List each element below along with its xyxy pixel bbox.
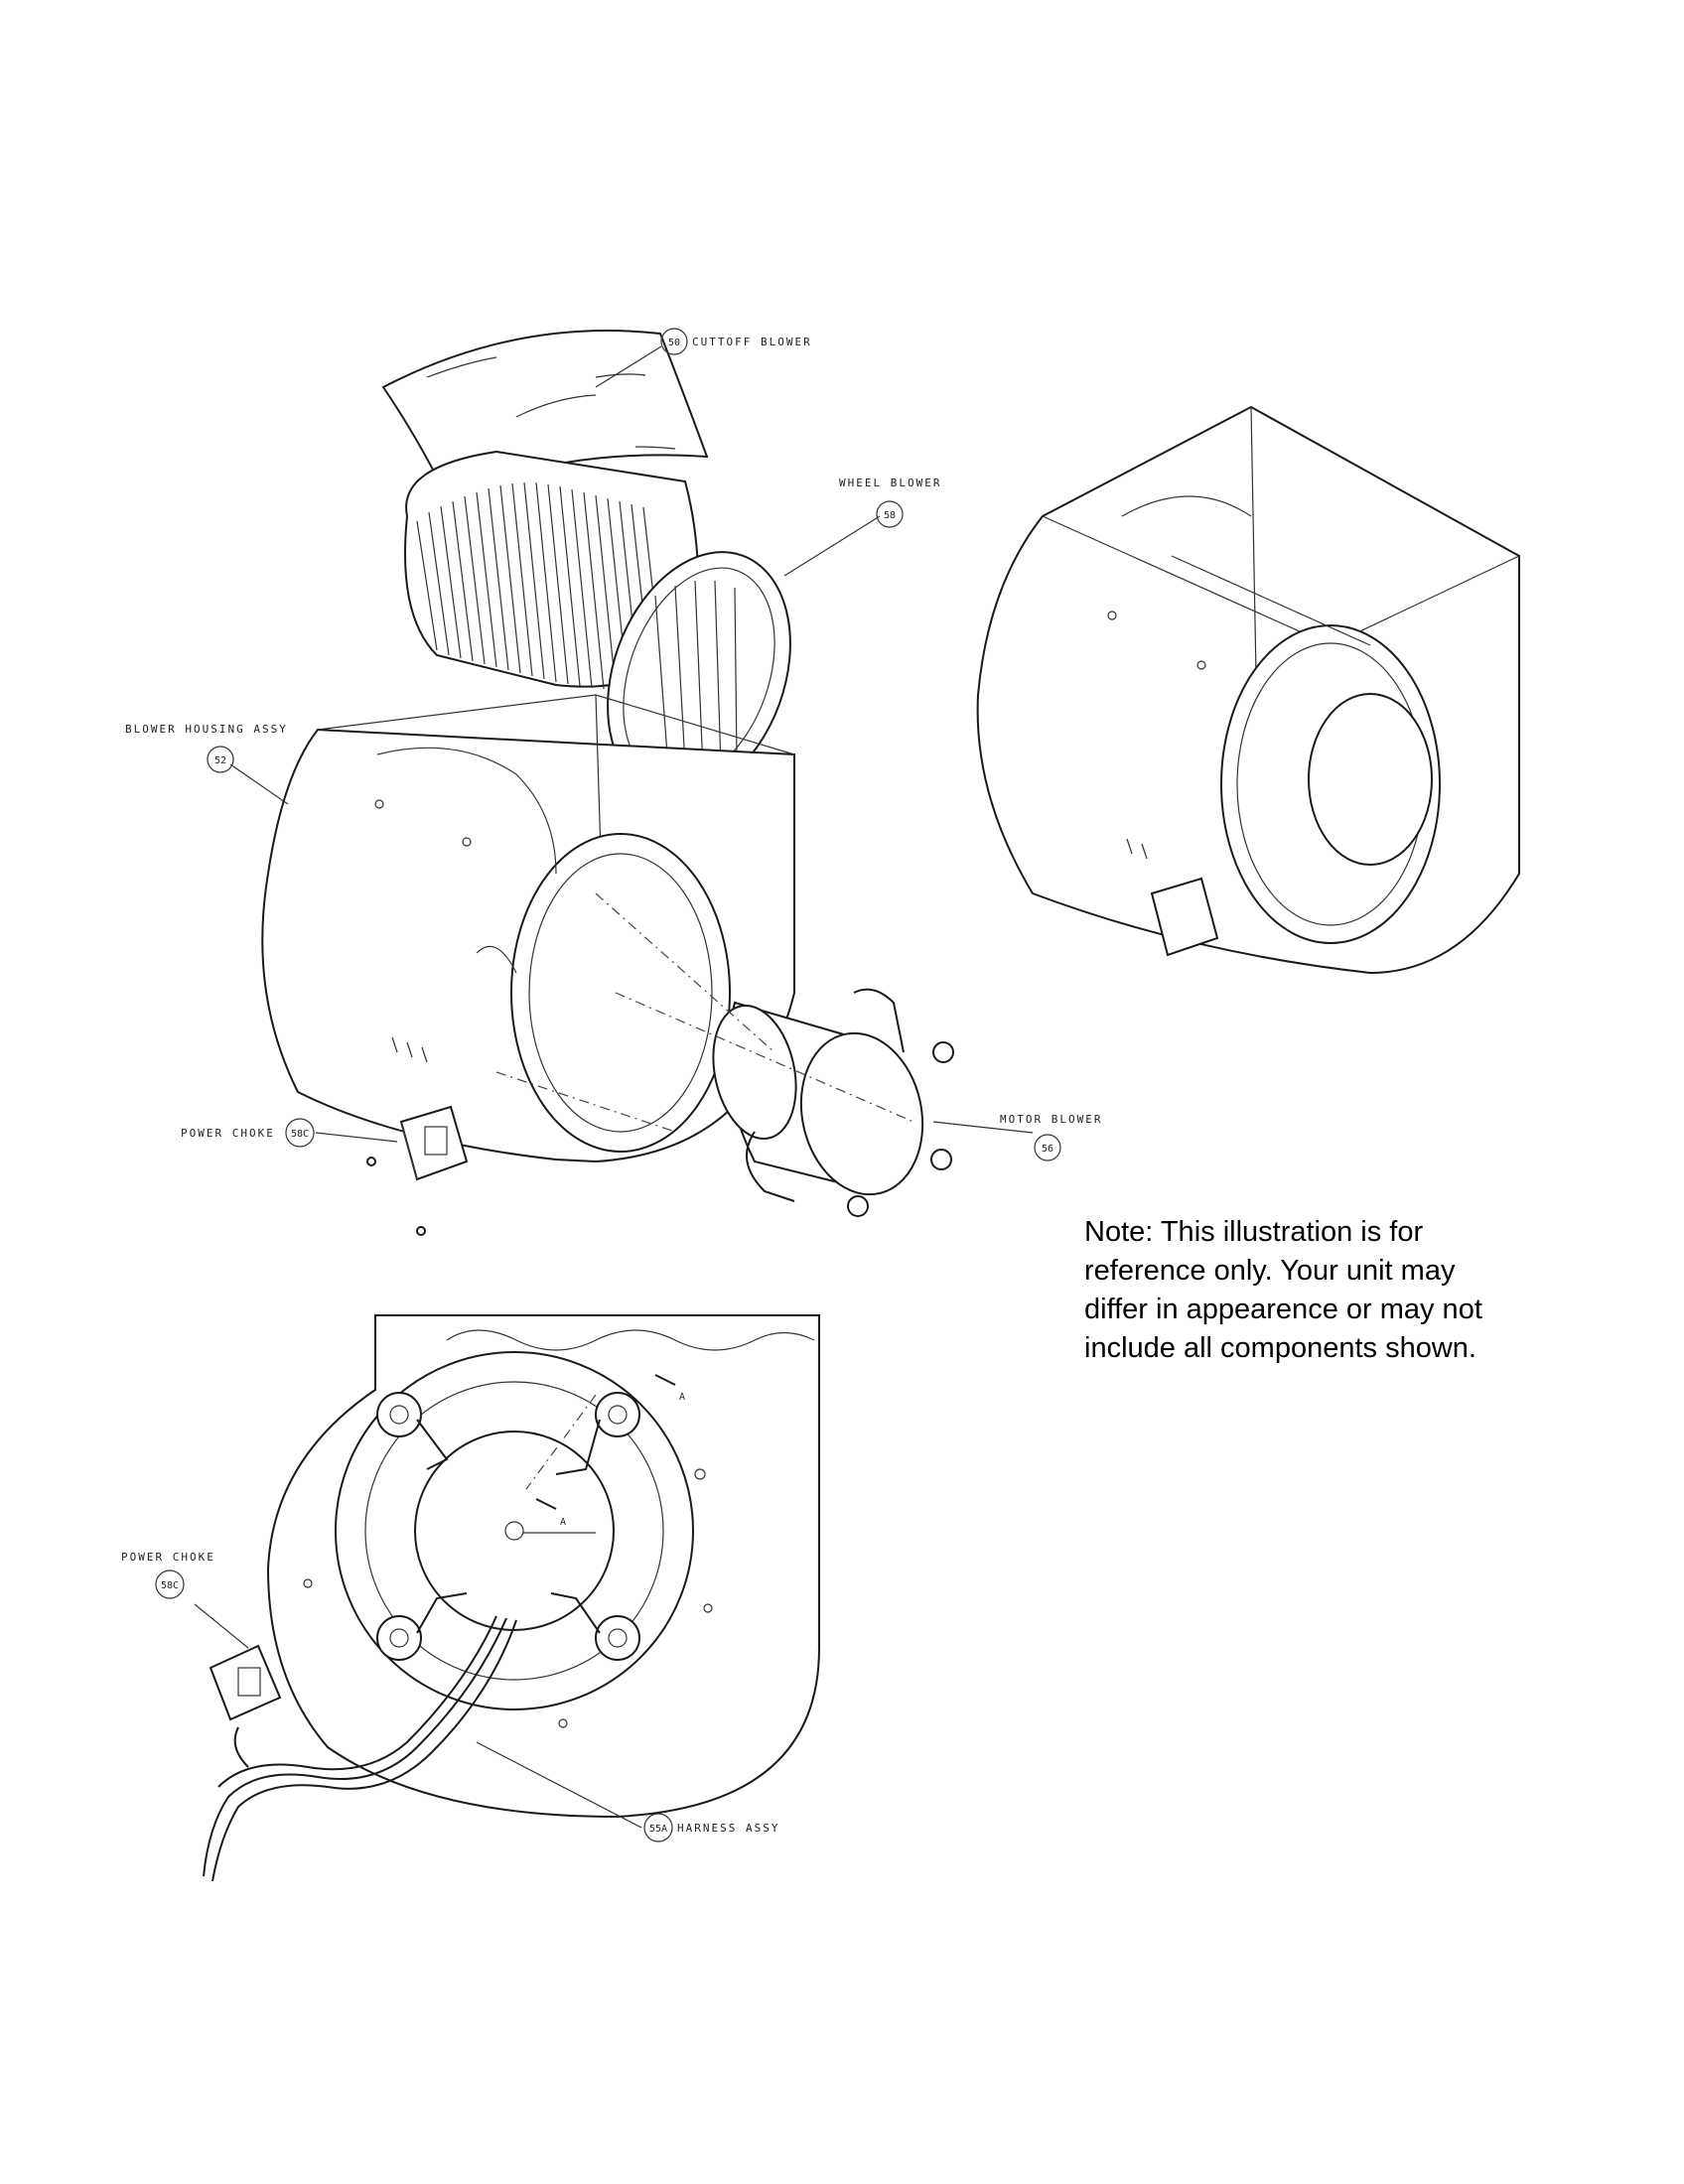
note-line: include all components shown. — [1084, 1332, 1476, 1364]
callout-number: 50 — [668, 338, 680, 348]
callout-number: 56 — [1042, 1144, 1053, 1155]
leader-choke-bottom — [194, 1603, 249, 1649]
callout-motor-blower: MOTOR BLOWER 56 — [1000, 1113, 1102, 1161]
section-marker-lower: A — [560, 1517, 566, 1528]
mount-bracket-bottom-left — [376, 1592, 468, 1661]
callout-number: 52 — [214, 755, 226, 766]
callout-number: 58 — [884, 510, 896, 521]
callout-bubble — [207, 746, 234, 773]
leader-motor — [932, 1121, 1034, 1134]
callout-power-choke-top: POWER CHOKE 58C — [181, 1118, 315, 1148]
callout-bubble — [155, 1570, 185, 1599]
leader-harness — [476, 1741, 642, 1829]
mount-bracket-top-left — [376, 1392, 449, 1470]
section-marker-upper: A — [679, 1392, 685, 1403]
callout-cutoff-blower: 50 CUTTOFF BLOWER — [660, 328, 812, 355]
callout-label: CUTTOFF BLOWER — [692, 336, 812, 348]
assembled-view — [976, 405, 1520, 975]
callout-number: 58C — [161, 1580, 179, 1591]
callout-label: MOTOR BLOWER — [1000, 1113, 1102, 1126]
reference-note: Note: This illustration is for reference… — [1084, 1213, 1561, 1368]
callout-bubble — [1034, 1134, 1061, 1161]
callout-label: BLOWER HOUSING ASSY — [125, 723, 288, 736]
blower-housing-part — [261, 694, 795, 1163]
front-view: A A — [194, 1314, 820, 1882]
note-line: reference only. Your unit may — [1084, 1255, 1456, 1287]
callout-blower-housing: BLOWER HOUSING ASSY 52 — [125, 723, 288, 773]
callout-bubble — [876, 500, 904, 528]
mount-bracket-bottom-right — [550, 1592, 640, 1661]
note-line: Note: This illustration is for — [1084, 1216, 1424, 1248]
callout-label: HARNESS ASSY — [677, 1822, 779, 1835]
callout-bubble — [660, 328, 688, 355]
callout-label: POWER CHOKE — [121, 1551, 215, 1564]
leader-housing — [229, 763, 289, 805]
callout-bubble — [285, 1118, 315, 1148]
power-choke-part — [366, 1105, 469, 1236]
harness-wires — [203, 1615, 517, 1882]
motor-blower-part — [712, 988, 954, 1217]
callout-label: POWER CHOKE — [181, 1127, 275, 1140]
wheel-blower-part — [404, 450, 791, 799]
note-line: differ in appearence or may not — [1084, 1294, 1482, 1325]
leader-wheel — [783, 515, 881, 577]
mount-bracket-top-right — [555, 1392, 640, 1475]
leader-choke-top — [315, 1132, 398, 1143]
callout-number: 58C — [291, 1129, 309, 1140]
callout-label: WHEEL BLOWER — [839, 477, 941, 489]
exploded-view — [229, 330, 1034, 1236]
callout-bubble — [643, 1813, 673, 1843]
callout-harness: 55A HARNESS ASSY — [643, 1813, 779, 1843]
callout-power-choke-bottom: POWER CHOKE 58C — [121, 1551, 215, 1599]
leader-cutoff — [595, 345, 662, 388]
callout-number: 55A — [649, 1824, 667, 1835]
callout-wheel-blower: WHEEL BLOWER 58 — [839, 477, 941, 528]
